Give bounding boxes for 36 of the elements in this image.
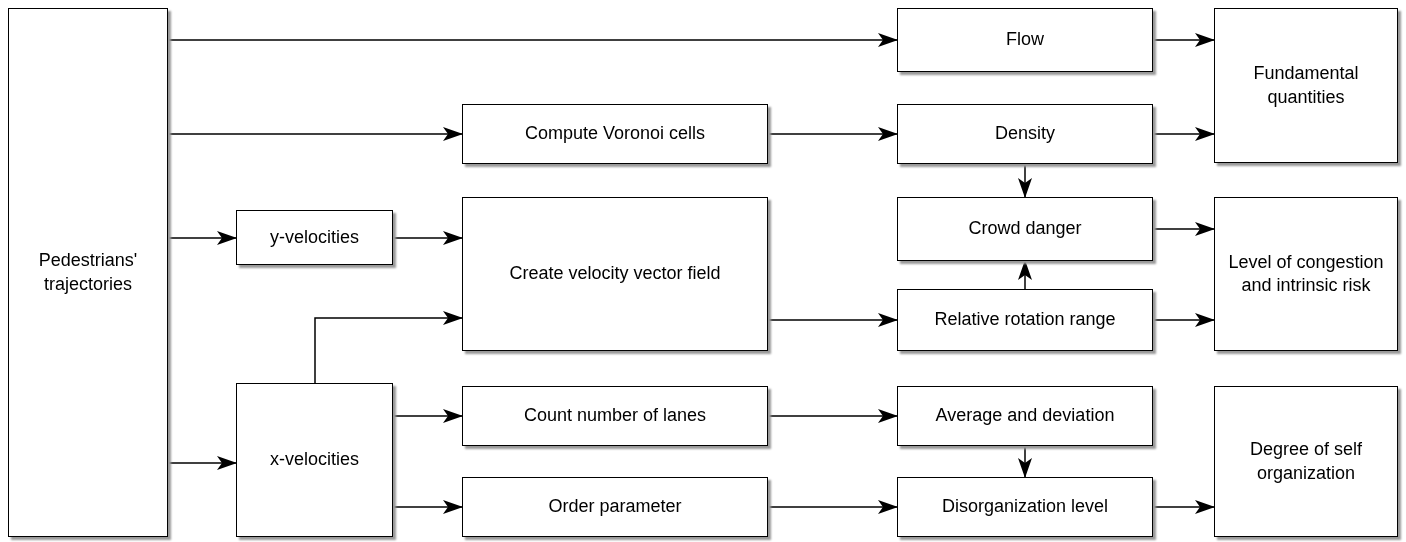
process-box: Crowd danger (897, 197, 1153, 261)
arrow (767, 500, 898, 514)
process-box: Compute Voronoi cells (462, 104, 768, 164)
arrow (392, 409, 463, 423)
process-box: Fundamental quantities (1214, 8, 1398, 163)
arrow (1152, 500, 1215, 514)
arrow (767, 409, 898, 423)
arrow (167, 33, 898, 47)
process-box: Disorganization level (897, 477, 1153, 537)
process-box: Count number of lanes (462, 386, 768, 446)
arrow (167, 456, 237, 470)
arrow (1152, 127, 1215, 141)
process-box: Create velocity vector field (462, 197, 768, 351)
process-box: x-velocities (236, 383, 393, 537)
arrow (392, 500, 463, 514)
arrow (167, 231, 237, 245)
arrow (1152, 313, 1215, 327)
arrow (1018, 445, 1032, 478)
arrow (1152, 222, 1215, 236)
arrow (767, 313, 898, 327)
arrow (1018, 163, 1032, 198)
process-box: Degree of self organization (1214, 386, 1398, 537)
process-box: y-velocities (236, 210, 393, 265)
process-box: Flow (897, 8, 1153, 72)
arrow (767, 127, 898, 141)
process-box: Pedestrians' trajectories (8, 8, 168, 537)
arrow (1018, 260, 1032, 290)
arrow (392, 231, 463, 245)
arrow (167, 127, 463, 141)
arrow (314, 311, 463, 384)
process-box: Average and deviation (897, 386, 1153, 446)
arrow (1152, 33, 1215, 47)
process-box: Order parameter (462, 477, 768, 537)
process-box: Density (897, 104, 1153, 164)
process-box: Relative rotation range (897, 289, 1153, 351)
process-box: Level of congestion and intrinsic risk (1214, 197, 1398, 351)
